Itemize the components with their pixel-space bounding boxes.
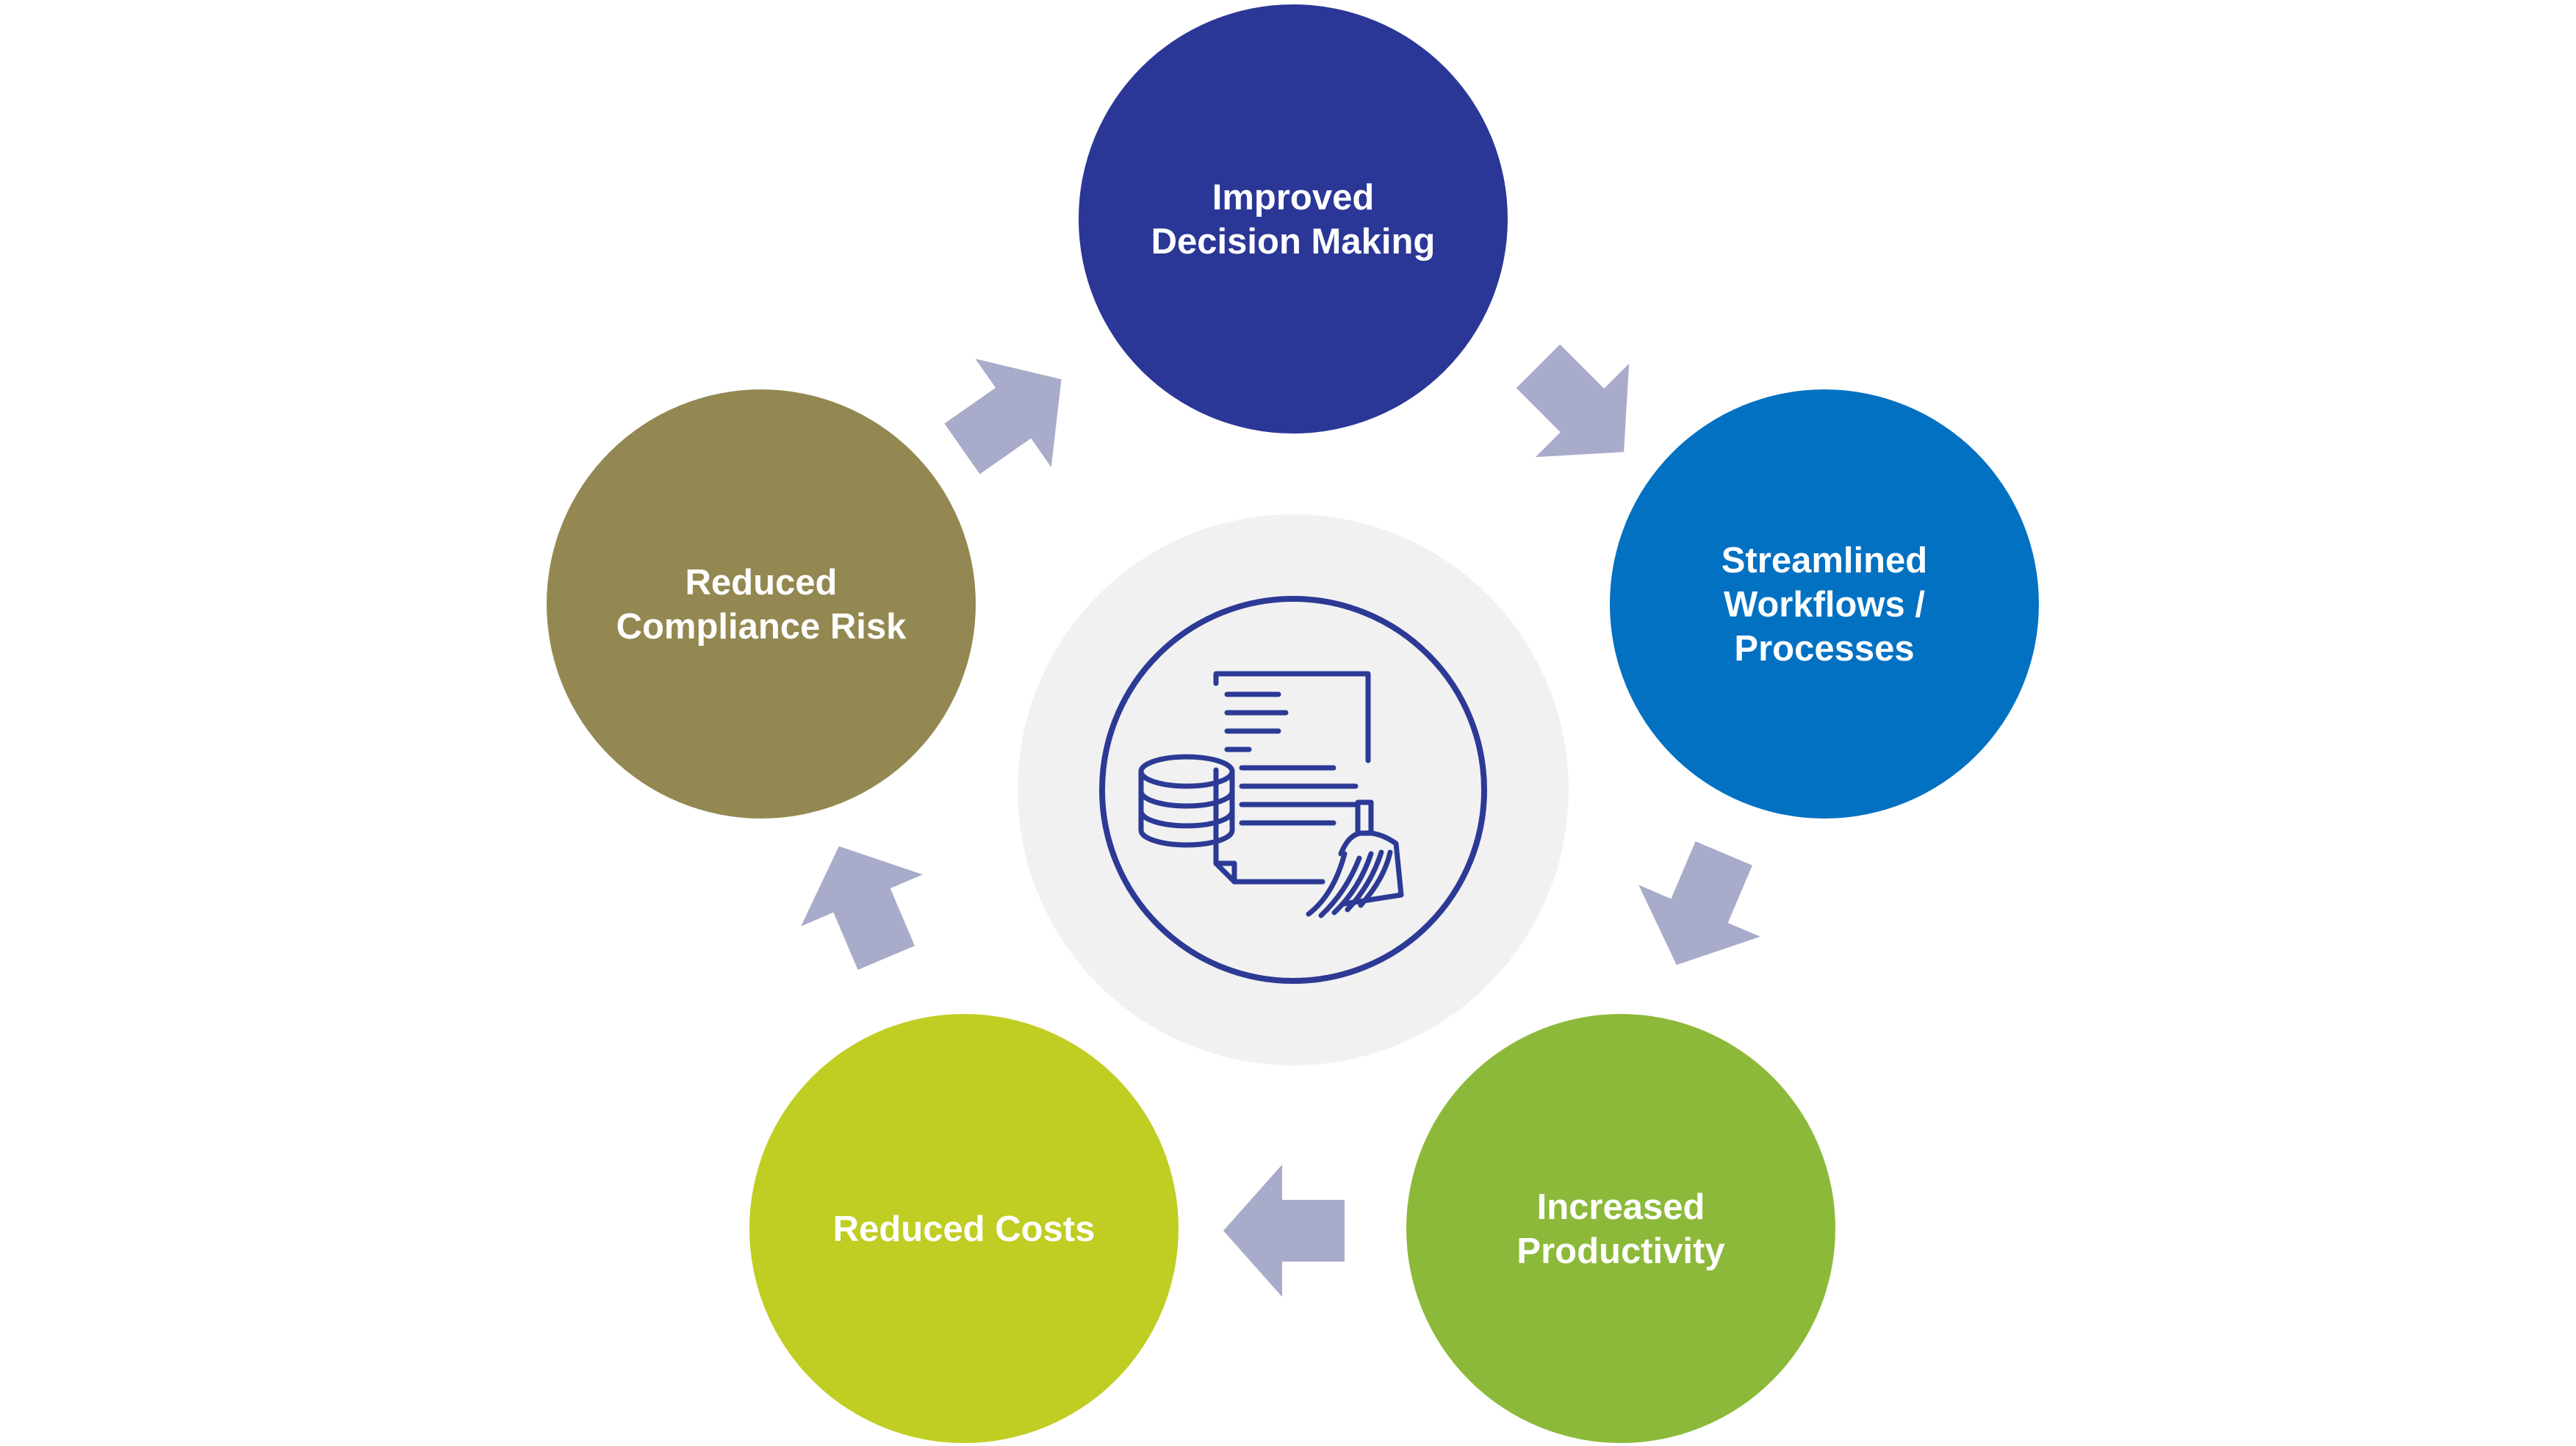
node-label-line: Productivity <box>1517 1231 1724 1271</box>
node-label-line: Compliance Risk <box>616 607 907 647</box>
center-disc <box>1018 514 1569 1065</box>
node-label-line: Improved <box>1212 178 1375 217</box>
flow-arrows <box>801 344 1760 1297</box>
flow-arrow <box>801 846 923 971</box>
node-circle <box>749 1014 1179 1443</box>
node-label-line: Decision Making <box>1151 222 1436 262</box>
node-circle <box>547 389 976 819</box>
flow-arrow <box>1223 1165 1345 1297</box>
node-circle <box>1610 389 2039 819</box>
node-label-line: Reduced <box>686 563 838 602</box>
node-label-line: Streamlined <box>1721 541 1927 580</box>
node-label-line: Increased <box>1537 1187 1705 1227</box>
node-label-line: Processes <box>1734 629 1914 669</box>
flow-arrow <box>944 359 1062 475</box>
node-circle <box>1406 1014 1835 1443</box>
node-label-line: Workflows / <box>1724 585 1925 625</box>
node-label-line: Reduced Costs <box>833 1209 1095 1249</box>
flow-arrow <box>1638 841 1760 965</box>
node-reduced-costs: Reduced Costs <box>749 1014 1179 1443</box>
data-cleansing-icon <box>1099 596 1487 984</box>
node-circle <box>1079 4 1508 434</box>
flow-arrow <box>1516 344 1630 458</box>
